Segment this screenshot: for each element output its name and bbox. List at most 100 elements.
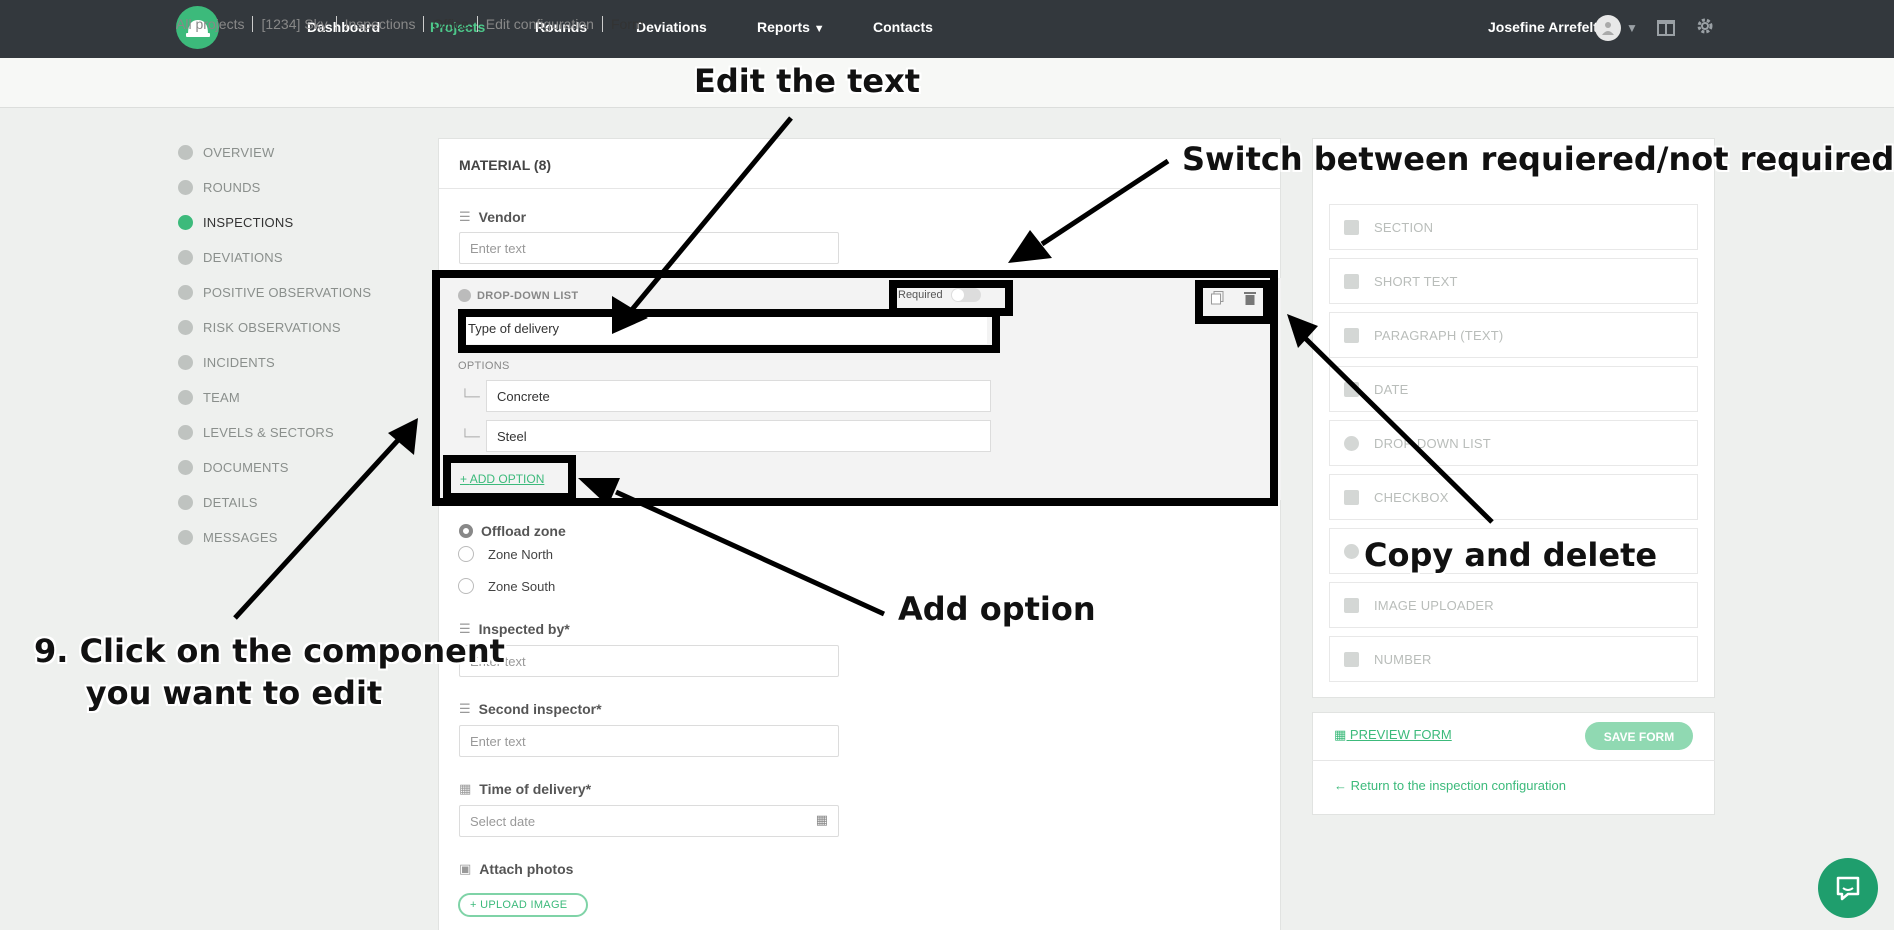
save-form-button[interactable]: SAVE FORM [1585,722,1693,750]
sidebar-item-documents[interactable]: DOCUMENTS [178,460,289,475]
second-inspector-label[interactable]: ☰ Second inspector* [459,701,602,717]
section-title[interactable]: MATERIAL (8) [439,139,1280,189]
nav-contacts[interactable]: Contacts [873,19,933,35]
arrow-left-icon: ← [1334,778,1351,793]
document-icon [178,355,193,370]
nav-reports[interactable]: Reports ▼ [757,19,825,35]
divider [1312,760,1715,761]
add-option-label: ADD OPTION [469,472,545,486]
component-short-text[interactable]: SHORT TEXT [1329,258,1698,304]
component-checkbox[interactable]: CHECKBOX [1329,474,1698,520]
sidebar-item-positive-observations[interactable]: POSITIVE OBSERVATIONS [178,285,371,300]
annotation-add-option: Add option [898,590,1096,628]
photos-label-text: Attach photos [479,861,574,877]
radio-button[interactable] [458,578,474,594]
breadcrumb-office[interactable]: Office [423,16,476,32]
sidebar-item-label: LEVELS & SECTORS [203,425,334,440]
sidebar-item-risk-observations[interactable]: RISK OBSERVATIONS [178,320,341,335]
sidebar-item-incidents[interactable]: INCIDENTS [178,355,275,370]
app-logo[interactable] [176,6,219,49]
vendor-field-label[interactable]: ☰Vendor [459,209,526,225]
breadcrumb-all-projects[interactable]: All projects [176,16,245,32]
second-inspector-input[interactable]: Enter text [459,725,839,757]
sidebar-item-deviations[interactable]: DEVIATIONS [178,250,283,265]
highlight-required-box [889,280,1013,316]
attach-photos-label[interactable]: ▣Attach photos [459,861,573,877]
sidebar-item-label: OVERVIEW [203,145,275,160]
radio-icon [1344,544,1359,559]
info-icon [178,145,193,160]
settings-icon[interactable] [1695,16,1715,42]
inspected-by-input[interactable]: Enter text [459,645,839,677]
sidebar-item-team[interactable]: TEAM [178,390,240,405]
component-dropdown-list[interactable]: DROP-DOWN LIST [1329,420,1698,466]
annotation-edit-text: Edit the text [694,62,921,100]
short-text-icon: ☰ [459,701,471,716]
tree-branch-icon: └─ [460,388,480,404]
breadcrumb-edit-configuration[interactable]: Edit configuration [476,16,602,32]
sidebar-item-messages[interactable]: MESSAGES [178,530,278,545]
vendor-input[interactable]: Enter text [459,232,839,264]
radio-option[interactable]: Zone South [458,578,555,594]
option-input[interactable]: Steel [486,420,991,452]
short-text-icon: ☰ [459,209,471,224]
sidebar-item-inspections[interactable]: INSPECTIONS [178,215,293,230]
dropdown-title-input[interactable]: Type of delivery [462,316,987,344]
component-label: CHECKBOX [1374,490,1449,505]
short-text-icon: ☰ [459,621,471,636]
component-radio[interactable] [1329,528,1698,574]
breadcrumb-project[interactable]: [1234] Sky [252,16,335,32]
component-section[interactable]: SECTION [1329,204,1698,250]
component-label: DROP-DOWN LIST [1374,436,1491,451]
inspected-by-label[interactable]: ☰Inspected by* [459,621,570,637]
sidebar-item-levels-sectors[interactable]: LEVELS & SECTORS [178,425,334,440]
sidebar-item-rounds[interactable]: ROUNDS [178,180,261,195]
second-label-text: Second inspector* [478,701,602,717]
radio-button[interactable] [458,546,474,562]
calendar-icon[interactable]: ▦ [815,812,828,827]
gift-icon[interactable] [1657,16,1675,42]
component-date[interactable]: DATE [1329,366,1698,412]
eye-icon [178,320,193,335]
breadcrumb-inspections[interactable]: Inspections [335,16,424,32]
nav-dashboard[interactable]: Dashboard [307,19,381,35]
preview-form-link[interactable]: ▦ PREVIEW FORM [1334,727,1452,743]
time-of-delivery-label[interactable]: ▦Time of delivery* [459,781,591,797]
required-toggle-group[interactable]: Required [898,288,981,302]
return-link[interactable]: ← Return to the inspection configuration [1334,778,1566,793]
copy-icon[interactable] [1211,291,1224,308]
nav-reports-label: Reports [757,19,810,35]
rounds-icon [178,180,193,195]
component-label: DATE [1374,382,1409,397]
chat-button[interactable] [1818,858,1878,918]
radio-component-icon [459,524,473,538]
top-navigation [0,0,1894,58]
bell-icon [178,530,193,545]
nav-deviations[interactable]: Deviations [636,19,707,35]
nav-rounds[interactable]: Rounds [535,19,588,35]
upload-image-button[interactable]: + UPLOAD IMAGE [458,893,588,917]
component-image-uploader[interactable]: IMAGE UPLOADER [1329,582,1698,628]
user-menu-chevron-icon[interactable]: ▼ [1626,21,1638,35]
breadcrumb: All projects [1234] Sky Inspections Offi… [176,16,652,32]
component-paragraph[interactable]: PARAGRAPH (TEXT) [1329,312,1698,358]
avatar[interactable] [1595,15,1621,41]
required-toggle[interactable] [950,288,981,302]
sidebar-item-label: DEVIATIONS [203,250,283,265]
sidebar-item-label: DOCUMENTS [203,460,289,475]
number-icon [1344,652,1359,667]
component-number[interactable]: NUMBER [1329,636,1698,682]
nav-projects[interactable]: Projects [430,19,486,35]
sidebar-item-overview[interactable]: OVERVIEW [178,145,274,160]
time-of-delivery-input[interactable]: Select date ▦ [459,805,839,837]
sidebar-item-details[interactable]: DETAILS [178,495,258,510]
helmet-icon [178,215,193,230]
option-input[interactable]: Concrete [486,380,991,412]
trash-icon[interactable] [1244,291,1256,308]
radio-option[interactable]: Zone North [458,546,553,562]
user-name[interactable]: Josefine Arrefelt [1488,19,1598,35]
annotation-copy-delete: Copy and delete [1364,536,1658,574]
breadcrumb-form: Form [601,16,652,32]
offload-zone-label[interactable]: Offload zone [459,523,566,539]
add-option-button[interactable]: + ADD OPTION [460,472,544,486]
